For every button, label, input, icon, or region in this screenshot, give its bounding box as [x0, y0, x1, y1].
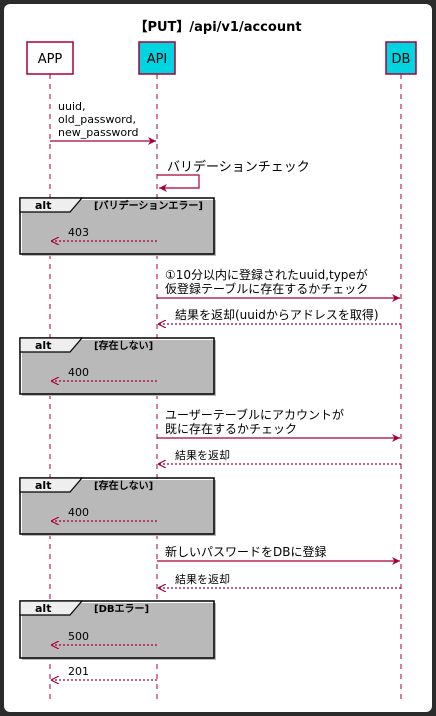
fragment-frame — [19, 197, 215, 255]
fragment-frame — [19, 337, 215, 395]
message: 結果を返却(uuidからアドレスを取得) — [158, 307, 401, 324]
message: 結果を返却 — [158, 572, 401, 588]
fragment-keyword: alt — [35, 339, 51, 352]
message: 400 — [51, 366, 157, 381]
message-label: 400 — [68, 366, 89, 379]
alt-fragment: alt [バリデーションエラー] — [19, 197, 216, 256]
fragment-frame — [19, 477, 215, 535]
fragment-keyword: alt — [35, 199, 51, 212]
messages: uuid,old_password,new_password バリデーションチェッ… — [50, 100, 401, 680]
message-label: 201 — [68, 665, 89, 678]
message: 400 — [51, 506, 157, 521]
fragment-tab — [19, 197, 84, 213]
message-label: 既に存在するかチェック — [165, 422, 297, 436]
message-label: ユーザーテーブルにアカウントが — [165, 407, 344, 422]
message: 新しいパスワードをDBに登録 — [157, 544, 400, 565]
fragments: alt [バリデーションエラー] alt [存在しない] alt [存在しない] alt [D… — [19, 197, 216, 660]
message-label: 結果を返却(uuidからアドレスを取得) — [175, 307, 379, 322]
participant-box-api — [138, 41, 176, 75]
message-label: new_password — [58, 126, 138, 139]
message: 201 — [51, 665, 157, 680]
message: 403 — [51, 226, 157, 241]
diagram-frame: 【PUT】/api/v1/account APP API DB alt [バリデーショ… — [4, 4, 432, 712]
fragment-keyword: alt — [35, 479, 51, 492]
fragment-condition: [DBエラー] — [94, 603, 149, 615]
message: バリデーションチェック — [157, 159, 310, 192]
message: uuid,old_password,new_password — [50, 100, 156, 145]
alt-fragment: alt [DBエラー] — [19, 600, 216, 660]
participants: APP API DB — [26, 41, 417, 75]
participant-box-app — [26, 41, 74, 75]
message-label: 結果を返却 — [175, 448, 230, 462]
message-label: old_password, — [58, 113, 136, 126]
message-label: ①10分以内に登録されたuuid,typeが — [165, 267, 368, 282]
message-label: 仮登録テーブルに存在するかチェック — [165, 281, 368, 296]
fragment-tab — [19, 477, 84, 493]
alt-fragment: alt [存在しない] — [19, 477, 216, 536]
message-label: 新しいパスワードをDBに登録 — [165, 544, 326, 559]
message-label: 結果を返却 — [175, 572, 230, 586]
message: 結果を返却 — [158, 448, 401, 464]
message-label: 403 — [68, 226, 89, 239]
fragment-condition: [バリデーションエラー] — [94, 199, 203, 212]
sequence-diagram: 【PUT】/api/v1/account APP API DB alt [バリデーショ… — [19, 19, 417, 701]
fragment-tab — [19, 337, 84, 353]
participant-label-db: DB — [392, 52, 411, 67]
fragment-keyword: alt — [35, 602, 51, 615]
participant-label-app: APP — [38, 52, 63, 67]
participant-box-db — [385, 41, 417, 75]
message-label: 500 — [68, 630, 89, 643]
diagram-title: 【PUT】/api/v1/account — [134, 19, 301, 35]
message-label: バリデーションチェック — [167, 159, 310, 175]
fragment-condition: [存在しない] — [94, 339, 153, 352]
fragment-frame — [19, 600, 215, 659]
message-label: 400 — [68, 506, 89, 519]
fragment-condition: [存在しない] — [94, 479, 153, 492]
participant-label-api: API — [147, 52, 168, 67]
message-label: uuid, — [58, 100, 85, 113]
fragment-tab — [19, 600, 84, 616]
self-message-arrow — [157, 174, 200, 192]
message: 500 — [51, 630, 157, 645]
alt-fragment: alt [存在しない] — [19, 337, 216, 396]
